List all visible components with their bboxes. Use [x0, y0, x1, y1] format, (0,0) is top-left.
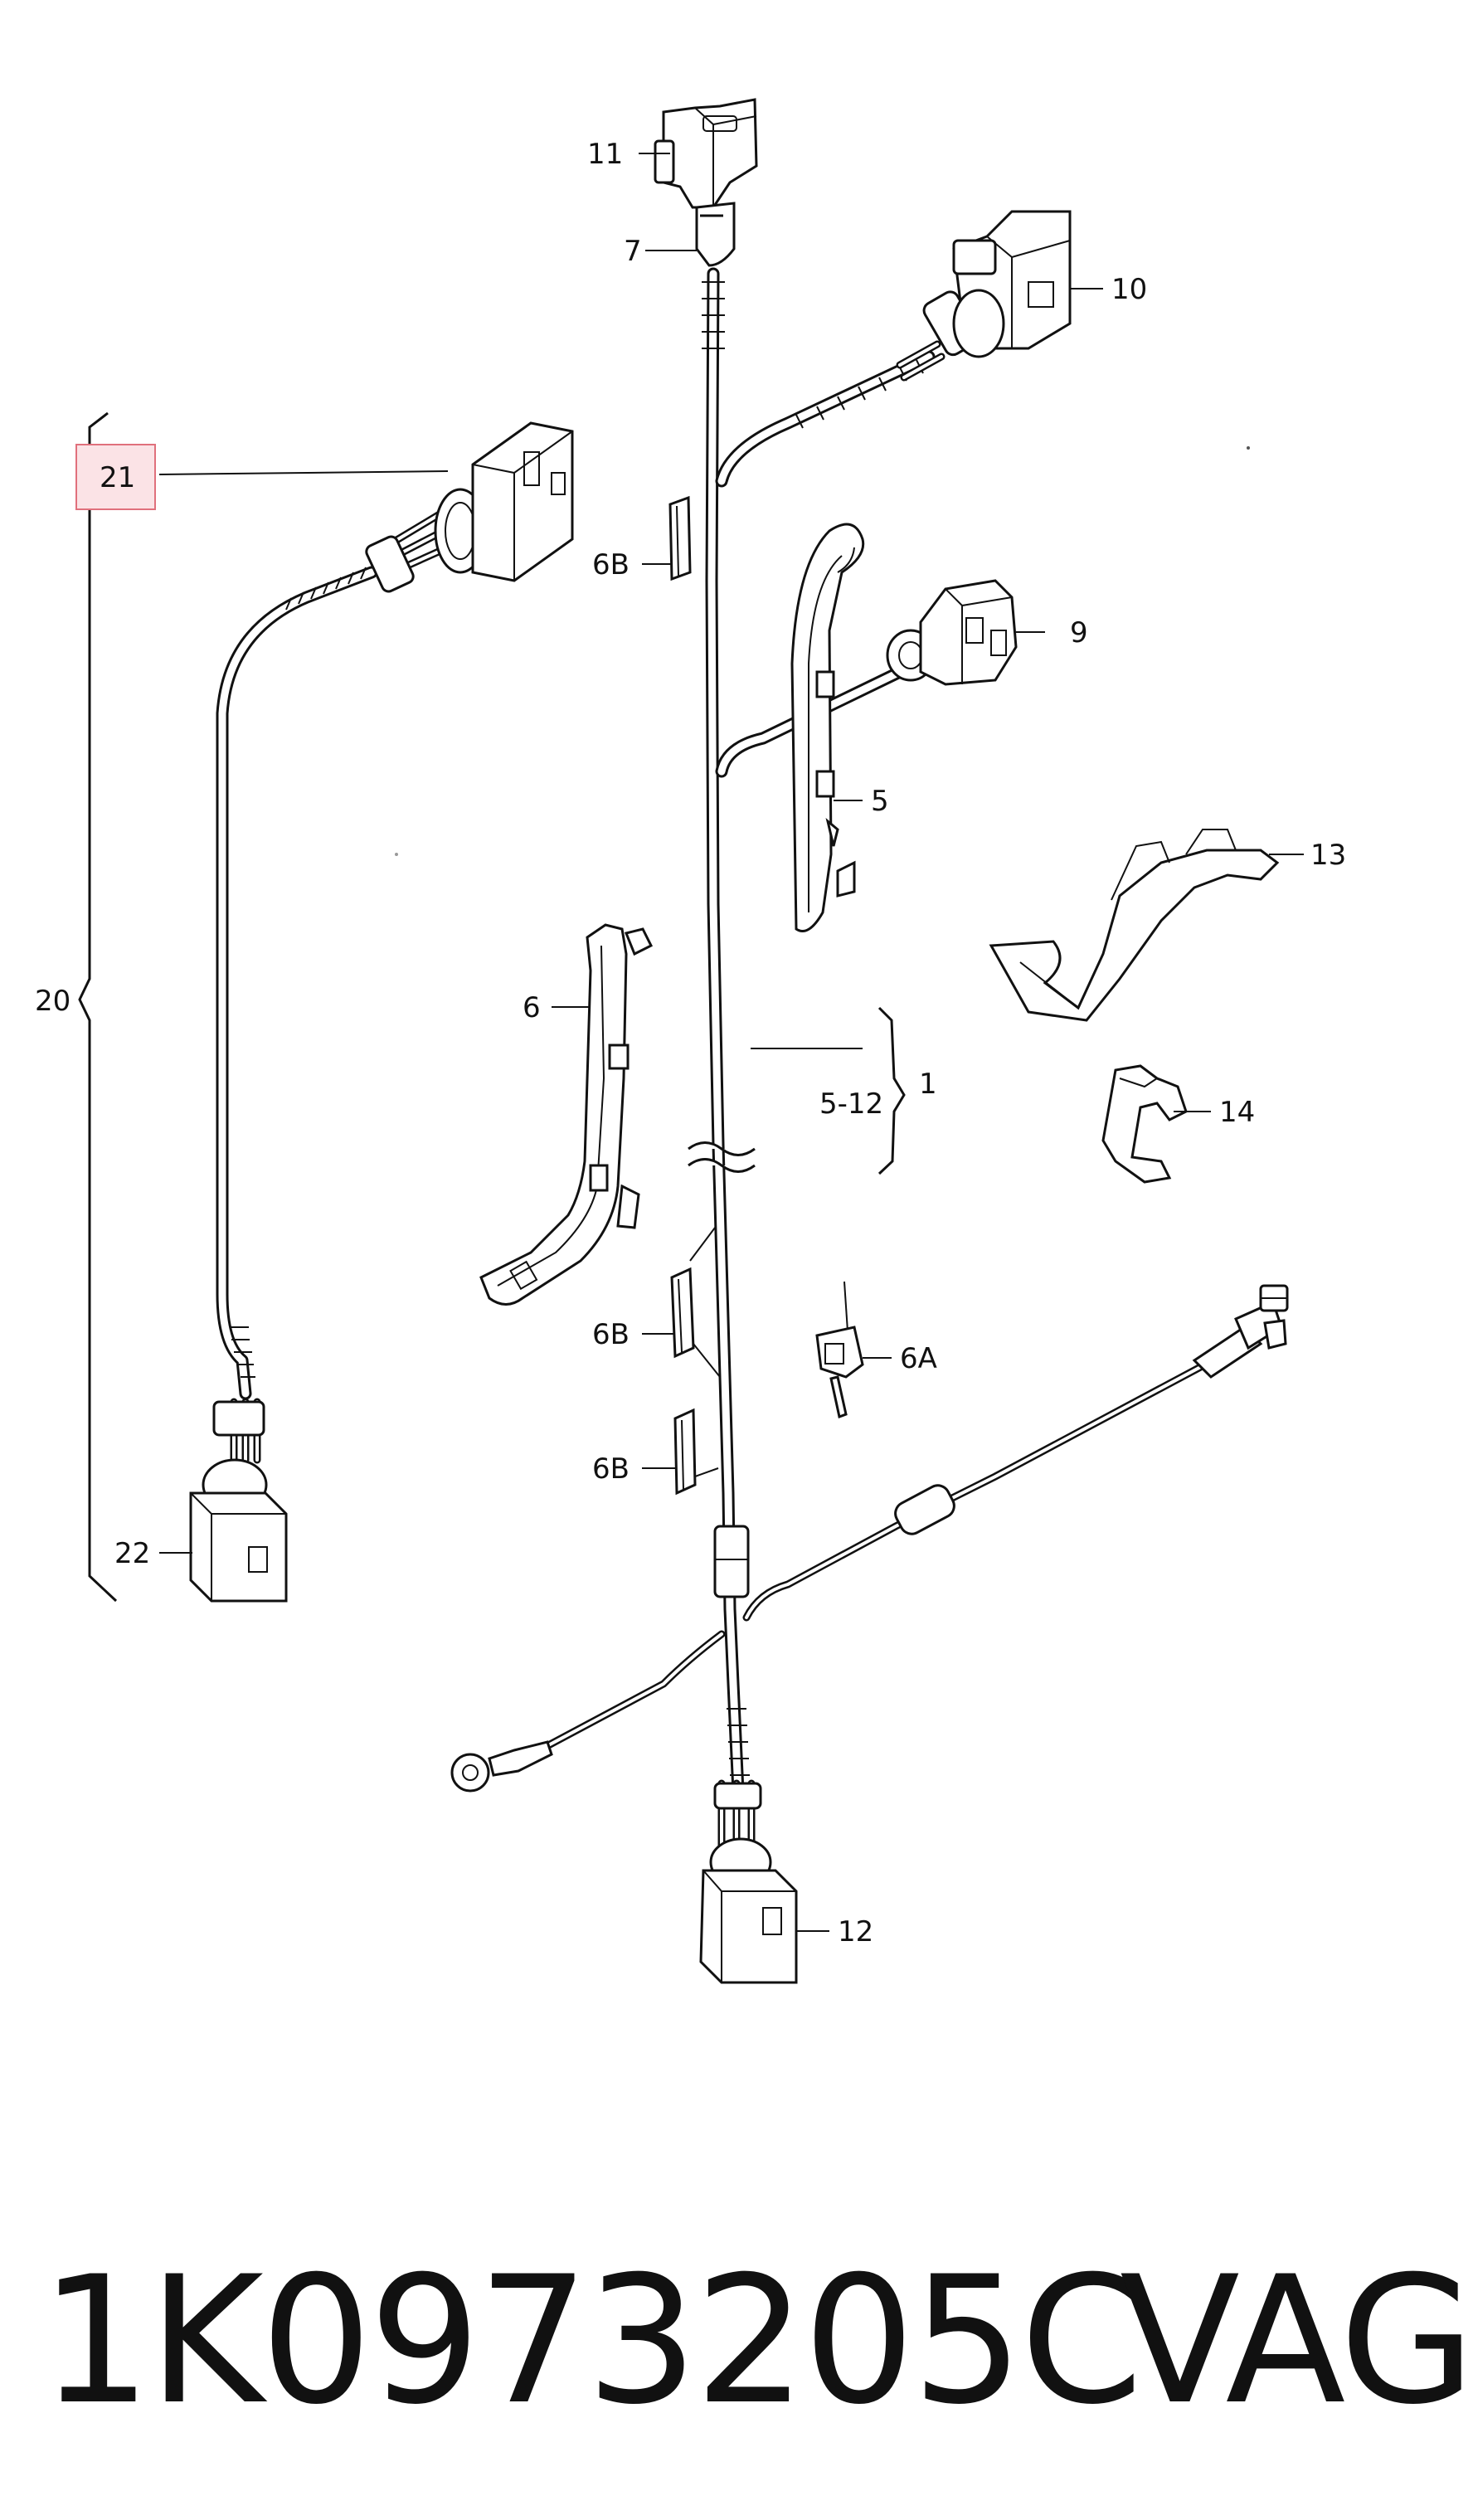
callout-5: 5	[871, 785, 889, 818]
clip-14	[1101, 1064, 1188, 1184]
connector-22	[189, 1398, 288, 1603]
callout-1: 1	[919, 1068, 937, 1101]
main-harness-trunk	[535, 267, 1248, 1798]
callout-9: 9	[1070, 616, 1088, 649]
part-number: 1K0973205C	[40, 2238, 1143, 2443]
connector-9	[886, 579, 1018, 686]
callout-13: 13	[1310, 839, 1346, 872]
clip-6b-top	[668, 495, 692, 581]
connector-12	[699, 1779, 798, 1984]
connector-21	[365, 421, 574, 593]
sub-harness-20	[78, 411, 574, 1603]
callout-6: 6	[523, 991, 541, 1024]
callout-22: 22	[114, 1537, 150, 1570]
bracket-13	[989, 829, 1280, 1022]
callout-5-12: 5-12	[819, 1087, 883, 1121]
bracket-1	[877, 1006, 906, 1175]
holder-5	[790, 523, 865, 932]
callout-labels: 21 11 7 10 6B 9 5 13 6 20 5-12 1 14 6B 6…	[35, 138, 1346, 1948]
callout-12: 12	[838, 1915, 873, 1948]
clip-6b-bottom	[673, 1408, 719, 1496]
ring-terminal	[450, 1740, 553, 1793]
callout-6a: 6A	[900, 1342, 937, 1375]
callout-6b-middle: 6B	[592, 1318, 630, 1351]
speck	[1247, 446, 1250, 450]
connector-10	[896, 210, 1072, 382]
bracket-20	[78, 411, 118, 1603]
callout-11: 11	[587, 138, 623, 171]
callout-7: 7	[624, 235, 642, 268]
holder-6	[479, 923, 654, 1306]
clip-6b-middle	[670, 1227, 721, 1378]
clip-6a	[815, 1281, 864, 1419]
callout-20: 20	[35, 985, 70, 1018]
callout-14: 14	[1219, 1096, 1255, 1129]
leader-lines	[158, 153, 1304, 1932]
callout-21: 21	[100, 461, 135, 494]
callout-6b-bottom: 6B	[592, 1452, 630, 1486]
speck	[395, 853, 398, 856]
callout-6b-top: 6B	[592, 548, 630, 581]
bolt-terminal	[894, 1284, 1289, 1535]
wiring-harness-diagram: 21 11 7 10 6B 9 5 13 6 20 5-12 1 14 6B 6…	[35, 98, 1346, 1984]
brand-name: VAG	[1120, 2238, 1473, 2443]
callout-10: 10	[1111, 273, 1147, 306]
connector-11	[654, 98, 758, 267]
callout-21-highlight	[75, 444, 156, 510]
